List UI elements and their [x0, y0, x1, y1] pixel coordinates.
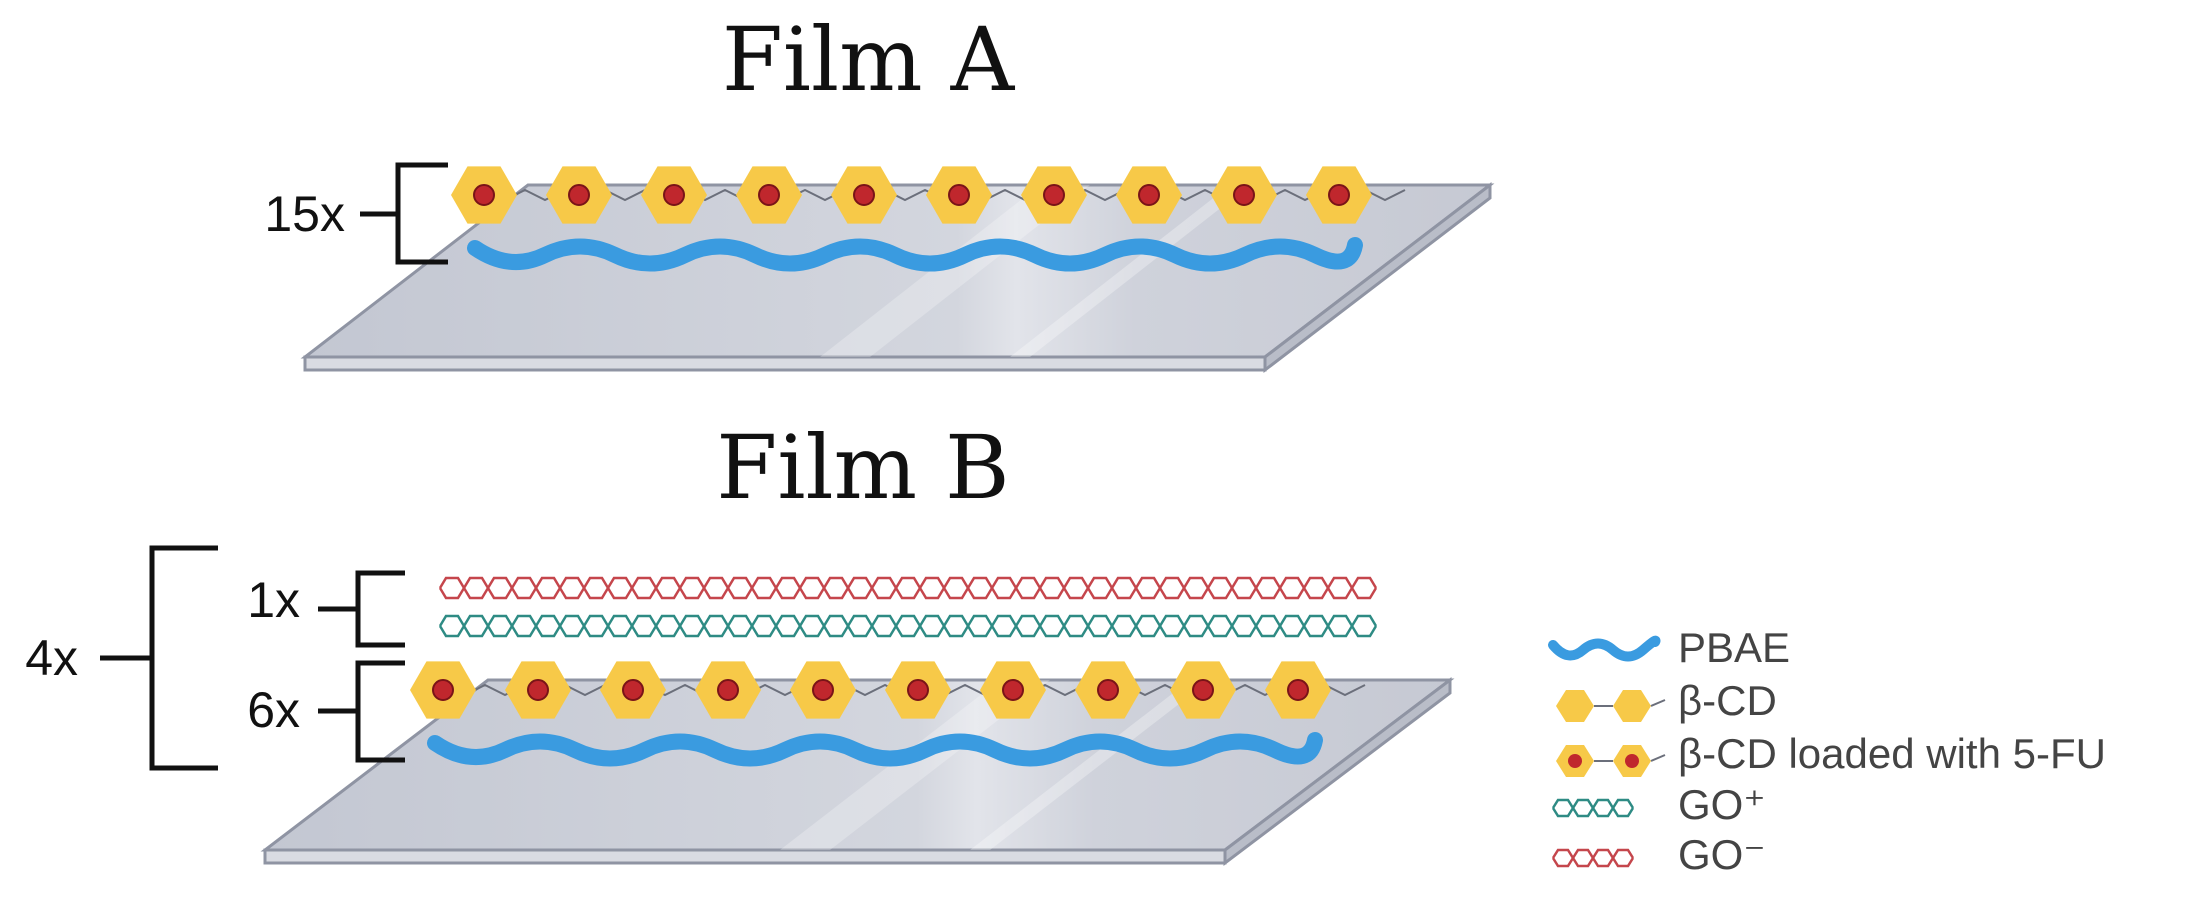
legend-item-beta-cd: β-CD	[1556, 677, 1777, 724]
film-a-bracket	[360, 162, 448, 265]
film-b-outer-bracket	[100, 545, 218, 771]
five-fu-drug-dot	[432, 679, 454, 701]
film-b-cd-repeat-label: 6x	[247, 682, 300, 738]
film-b-cd-bracket	[318, 660, 405, 763]
five-fu-drug-dot	[812, 679, 834, 701]
pbae-wave-icon	[1548, 635, 1661, 662]
five-fu-drug-dot	[853, 184, 875, 206]
five-fu-drug-dot	[473, 184, 495, 206]
five-fu-drug-dot	[1192, 679, 1214, 701]
legend-label-pbae: PBAE	[1678, 624, 1790, 671]
legend-item-go-minus: GO⁻	[1551, 831, 1766, 878]
legend: PBAE β-CD β-CD loaded with 5-FU	[1548, 624, 2106, 878]
film-a-glass-slide	[300, 181, 1495, 374]
film-a-panel: Film A 15x	[264, 8, 1495, 374]
graphene-oxide-chain-strand	[438, 585, 1378, 600]
beta-cd-hexagon-icon	[1556, 690, 1666, 722]
film-b-pbae-layer	[427, 732, 1323, 767]
legend-label-beta-cd-loaded: β-CD loaded with 5-FU	[1678, 730, 2106, 777]
five-fu-drug-dot	[1043, 184, 1065, 206]
five-fu-drug-dot	[1328, 184, 1350, 206]
five-fu-drug-dot	[663, 184, 685, 206]
legend-item-beta-cd-loaded: β-CD loaded with 5-FU	[1556, 730, 2106, 777]
film-a-repeat-label: 15x	[264, 186, 345, 242]
five-fu-drug-dot	[1233, 184, 1255, 206]
five-fu-drug-dot	[527, 679, 549, 701]
legend-label-go-plus: GO⁺	[1678, 781, 1766, 828]
five-fu-drug-dot	[568, 184, 590, 206]
film-a-title: Film A	[722, 8, 1016, 111]
film-b-title: Film B	[716, 416, 1009, 519]
five-fu-drug-dot	[907, 679, 929, 701]
film-b-repeat-label: 4x	[25, 630, 78, 686]
five-fu-drug-dot	[758, 184, 780, 206]
legend-item-go-plus: GO⁺	[1551, 781, 1766, 828]
film-b-panel: Film B 4x 1x 6x	[25, 416, 1455, 867]
five-fu-drug-dot	[1138, 184, 1160, 206]
graphene-oxide-chain-strand	[1551, 855, 1635, 868]
film-a-beta-cd-layer	[451, 166, 1372, 224]
go-minus-chain-icon	[1551, 848, 1635, 868]
film-b-go-bracket	[318, 570, 405, 648]
go-plus-chain-icon	[1551, 798, 1635, 818]
five-fu-drug-dot	[1287, 679, 1309, 701]
film-b-glass-slide	[260, 676, 1455, 867]
five-fu-drug-dot	[1002, 679, 1024, 701]
legend-item-pbae: PBAE	[1548, 624, 1790, 671]
film-b-go-repeat-label: 1x	[247, 572, 300, 628]
film-b-go-minus-layer	[438, 576, 1378, 600]
graphene-oxide-chain-strand	[438, 623, 1378, 638]
film-b-beta-cd-layer	[410, 661, 1331, 719]
film-a-pbae-layer	[467, 237, 1363, 272]
five-fu-drug-dot	[622, 679, 644, 701]
five-fu-drug-dot	[1097, 679, 1119, 701]
beta-cd-loaded-icon	[1556, 745, 1666, 777]
graphene-oxide-chain-strand	[438, 576, 1378, 591]
graphene-oxide-chain-strand	[1551, 805, 1635, 818]
five-fu-drug-dot	[717, 679, 739, 701]
graphene-oxide-chain-strand	[438, 614, 1378, 629]
legend-label-go-minus: GO⁻	[1678, 831, 1766, 878]
legend-label-beta-cd: β-CD	[1678, 677, 1777, 724]
five-fu-drug-dot	[948, 184, 970, 206]
film-b-go-plus-layer	[438, 614, 1378, 638]
